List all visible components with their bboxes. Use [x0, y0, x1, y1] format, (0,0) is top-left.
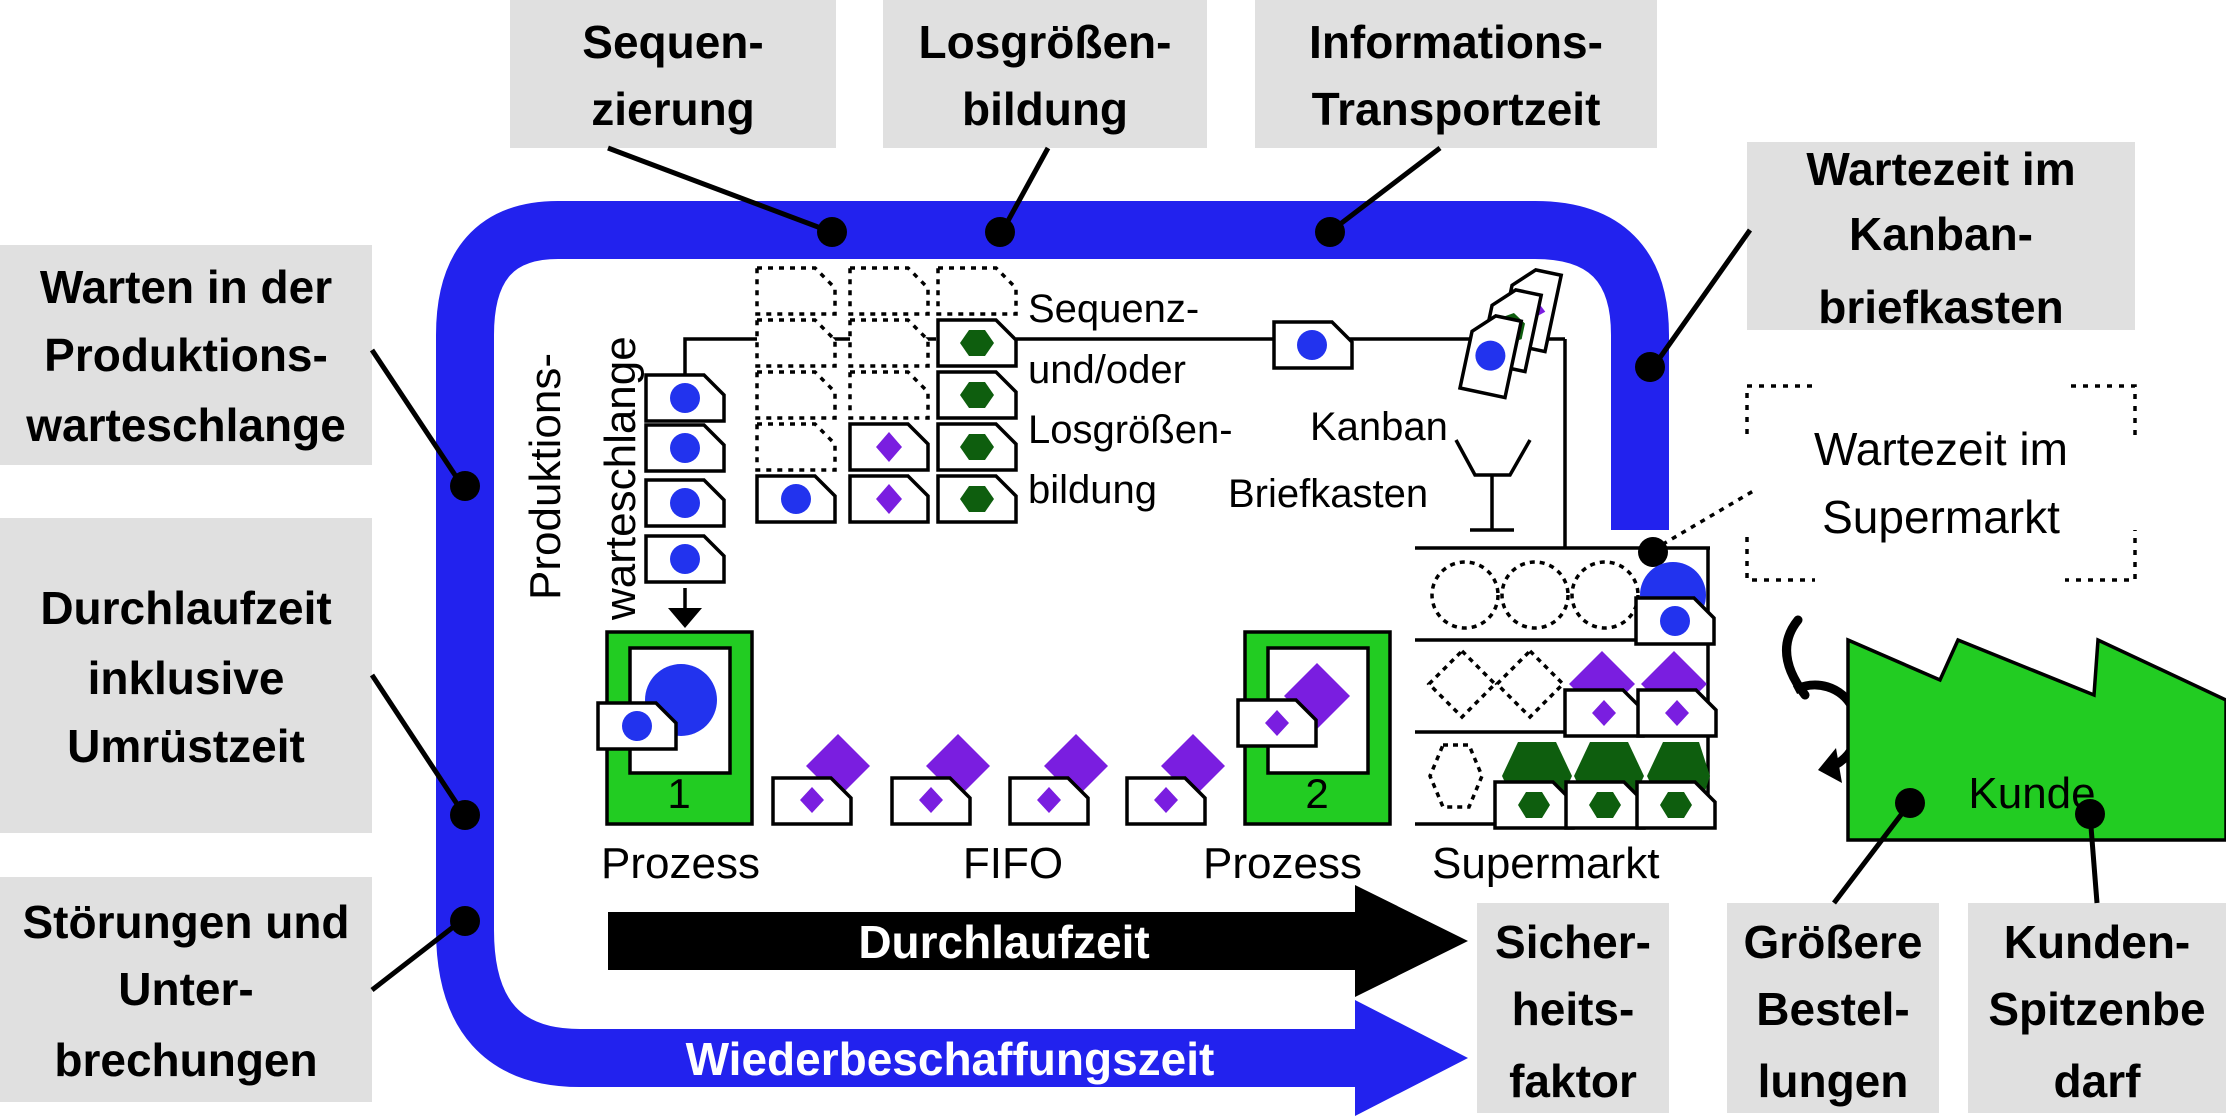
svg-text:Produktions-: Produktions-: [44, 329, 328, 381]
svg-text:lungen: lungen: [1758, 1055, 1909, 1107]
green-hexagon-card: [936, 474, 1018, 524]
svg-text:Kunde: Kunde: [1968, 769, 2095, 818]
svg-text:Losgrößen-: Losgrößen-: [919, 16, 1172, 68]
svg-text:Durchlaufzeit: Durchlaufzeit: [858, 916, 1149, 968]
process-2: 2 Prozess: [1203, 630, 1392, 888]
fifo-item: [1125, 734, 1225, 826]
svg-text:Kunden-: Kunden-: [2004, 916, 2191, 968]
svg-text:bildung: bildung: [1028, 468, 1157, 512]
queue-kanban-card: [644, 534, 726, 584]
queue-kanban-card: [644, 423, 726, 473]
svg-text:Sequenz-: Sequenz-: [1028, 287, 1199, 331]
svg-text:bildung: bildung: [962, 83, 1128, 135]
svg-text:und/oder: und/oder: [1028, 348, 1186, 392]
svg-text:Wiederbeschaffungszeit: Wiederbeschaffungszeit: [686, 1033, 1215, 1085]
svg-text:heits-: heits-: [1512, 983, 1635, 1035]
svg-text:brechungen: brechungen: [54, 1034, 317, 1086]
label-durchlaufzeit-umruestzeit: Durchlaufzeit inklusive Umrüstzeit: [0, 518, 372, 833]
durchlaufzeit-arrow: Durchlaufzeit: [608, 885, 1468, 997]
svg-text:Kanban-: Kanban-: [1849, 208, 2033, 260]
svg-text:Losgrößen-: Losgrößen-: [1028, 408, 1233, 452]
svg-text:Umrüstzeit: Umrüstzeit: [67, 720, 305, 772]
callout-lines: [369, 145, 1756, 992]
wiederbeschaffungszeit-arrow: Wiederbeschaffungszeit: [580, 1000, 1468, 1116]
svg-text:darf: darf: [2054, 1055, 2142, 1107]
svg-text:Supermarkt: Supermarkt: [1822, 491, 2060, 543]
fifo-item: [890, 734, 990, 826]
label-kunden-spitzenbedarf: Kunden- Spitzenbe darf: [1968, 903, 2226, 1113]
svg-text:inklusive: inklusive: [88, 652, 285, 704]
svg-text:Supermarkt: Supermarkt: [1432, 839, 1659, 888]
queue-kanban-card: [644, 373, 726, 423]
svg-text:Produktions-: Produktions-: [521, 353, 570, 600]
traveling-kanban-card: [1272, 320, 1354, 370]
lead-time-loop: [436, 201, 1669, 1087]
label-sequenzierung: Sequen- zierung: [510, 0, 836, 148]
svg-text:Warten in der: Warten in der: [40, 261, 332, 313]
svg-text:warteschlange: warteschlange: [25, 399, 346, 451]
process-2-kanban-card: [1236, 698, 1318, 748]
blue-circle-card: [755, 474, 837, 524]
svg-text:warteschlange: warteschlange: [596, 336, 645, 621]
svg-text:Informations-: Informations-: [1309, 16, 1603, 68]
green-hexagon-card: [936, 422, 1018, 472]
svg-text:Briefkasten: Briefkasten: [1228, 472, 1428, 516]
process-1: 1 Prozess: [596, 630, 760, 888]
kanban-postbox: Kanban Briefkasten: [1228, 263, 1563, 532]
svg-text:Störungen und: Störungen und: [22, 896, 349, 948]
label-stoerungen-unterbrechungen: Störungen und Unter- brechungen: [0, 877, 372, 1102]
label-sicherheitsfaktor: Sicher- heits- faktor: [1477, 903, 1669, 1113]
svg-text:Sicher-: Sicher-: [1495, 916, 1651, 968]
svg-text:Wartezeit im: Wartezeit im: [1806, 143, 2075, 195]
svg-text:Unter-: Unter-: [118, 963, 253, 1015]
label-losgroessenbildung: Losgrößen- bildung: [883, 0, 1207, 148]
svg-text:zierung: zierung: [591, 83, 755, 135]
purple-diamond-card: [848, 422, 930, 472]
queue-kanban-card: [644, 478, 726, 528]
svg-text:Durchlaufzeit: Durchlaufzeit: [40, 582, 331, 634]
svg-text:Transportzeit: Transportzeit: [1312, 83, 1601, 135]
process-1-kanban-card: [596, 701, 678, 751]
supermarket: Supermarkt: [1415, 546, 1718, 888]
green-hexagon-card: [936, 370, 1018, 420]
svg-text:Größere: Größere: [1744, 916, 1923, 968]
svg-text:2: 2: [1305, 770, 1328, 817]
svg-text:Prozess: Prozess: [601, 839, 760, 888]
svg-text:faktor: faktor: [1509, 1055, 1637, 1107]
svg-text:Wartezeit im: Wartezeit im: [1814, 423, 2068, 475]
svg-text:Kanban: Kanban: [1310, 405, 1448, 449]
fifo-item: [1008, 734, 1108, 826]
purple-diamond-card: [848, 474, 930, 524]
label-wartezeit-kanbanbriefkasten: Wartezeit im Kanban- briefkasten: [1747, 142, 2135, 333]
customer-factory: Kunde: [1782, 615, 2226, 905]
green-hexagon-card: [936, 318, 1018, 368]
sequencing-grid: Sequenz- und/oder Losgrößen- bildung: [755, 266, 1233, 524]
label-wartezeit-supermarkt: Wartezeit im Supermarkt: [1740, 380, 2142, 590]
label-warten-produktionswarteschlange: Warten in der Produktions- warteschlange: [0, 245, 372, 465]
fifo-item: [771, 734, 870, 826]
svg-text:1: 1: [667, 770, 690, 817]
svg-text:Sequen-: Sequen-: [582, 16, 763, 68]
production-queue: Produktions- warteschlange: [521, 336, 936, 628]
svg-text:Bestel-: Bestel-: [1756, 983, 1909, 1035]
label-groessere-bestellungen: Größere Bestel- lungen: [1727, 903, 1939, 1113]
label-informationstransportzeit: Informations- Transportzeit: [1255, 0, 1657, 148]
svg-text:briefkasten: briefkasten: [1818, 281, 2063, 333]
svg-text:Spitzenbe: Spitzenbe: [1988, 983, 2205, 1035]
svg-text:FIFO: FIFO: [963, 839, 1063, 888]
fifo-lane: FIFO: [771, 734, 1225, 888]
svg-text:Prozess: Prozess: [1203, 839, 1362, 888]
